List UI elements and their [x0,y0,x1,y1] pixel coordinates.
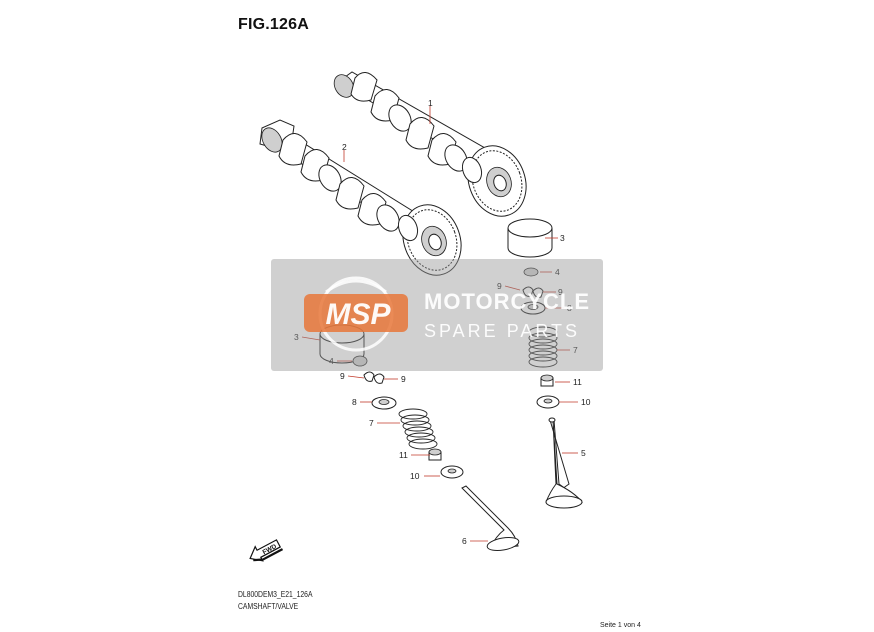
right-shim[interactable] [523,267,539,277]
leader-lines [301,106,578,542]
watermark-logo-text: MSP [325,298,391,331]
right-spring-seat[interactable] [536,395,560,409]
callout-2[interactable]: 2 [342,142,347,152]
right-valve[interactable] [545,417,584,509]
figure-code: DL800DEM3_E21_126A [238,590,313,599]
watermark-line-1: MOTORCYCLE [424,289,591,314]
left-retainer[interactable] [371,396,397,410]
right-cotters[interactable] [522,286,544,298]
left-stem-seal[interactable] [428,448,442,461]
callout-9-left-b[interactable]: 9 [401,374,406,384]
right-tappet[interactable] [507,218,553,258]
callout-11-right[interactable]: 11 [573,377,582,387]
callout-6[interactable]: 6 [462,536,467,546]
figure-title: FIG.126A [238,16,309,33]
camshaft-2[interactable] [258,119,471,283]
callout-7-right[interactable]: 7 [573,345,578,355]
callout-4-right[interactable]: 4 [555,267,560,277]
watermark-line-2: SPARE PARTS [424,321,581,341]
camshaft-1[interactable] [330,71,535,224]
callout-5[interactable]: 5 [581,448,586,458]
callout-9-right-a[interactable]: 9 [497,281,502,291]
callout-8-left[interactable]: 8 [352,397,357,407]
callout-numbers: 1 2 3 4 9 9 8 7 11 10 5 3 4 9 9 8 7 11 1… [294,98,591,546]
callout-11-left[interactable]: 11 [399,450,408,460]
figure-caption: CAMSHAFT/VALVE [238,602,299,611]
left-valve[interactable] [461,485,520,553]
left-spring[interactable] [398,408,438,450]
right-retainer[interactable] [520,301,546,315]
callout-3-right[interactable]: 3 [560,233,565,243]
callout-9-left-a[interactable]: 9 [340,371,345,381]
callout-10-left[interactable]: 10 [410,471,420,481]
callout-1[interactable]: 1 [428,98,433,108]
left-cotters[interactable] [363,371,385,384]
right-spring[interactable] [528,326,558,368]
left-shim[interactable] [352,355,368,367]
right-stem-seal[interactable] [540,374,554,387]
callout-3-left[interactable]: 3 [294,332,299,342]
fwd-arrow-icon: FWD [249,539,284,562]
callout-8-right[interactable]: 8 [567,303,572,313]
watermark-logo: MSP [304,276,408,352]
page-number: Seite 1 von 4 [600,622,641,629]
callout-4-left[interactable]: 4 [329,356,334,366]
callout-7-left[interactable]: 7 [369,418,374,428]
callout-9-right-b[interactable]: 9 [558,287,563,297]
callout-10-right[interactable]: 10 [581,397,591,407]
left-spring-seat[interactable] [440,465,464,479]
